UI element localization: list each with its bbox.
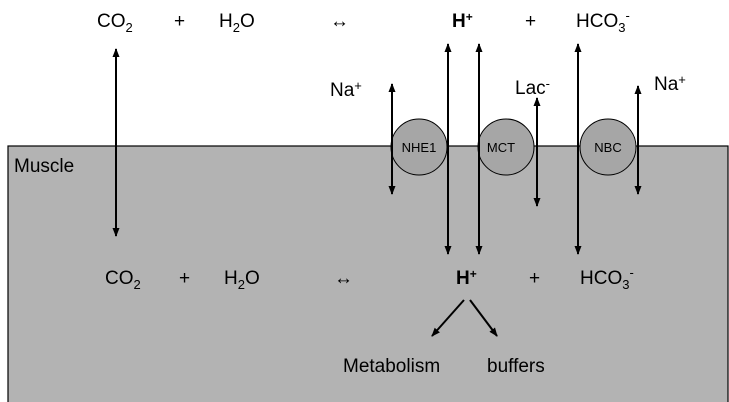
mct-transporter: MCT (477, 118, 535, 176)
outside-co2: CO2 (97, 11, 133, 35)
inside-equilibrium-arrow: ↔ (334, 268, 353, 289)
metabolism-arrow (431, 299, 465, 337)
nbc-transporter: NBC (579, 118, 637, 176)
buffers-label: buffers (487, 356, 545, 377)
metabolism-label: Metabolism (343, 356, 440, 377)
outside-plus-1: + (174, 11, 185, 32)
inside-h-plus: H+ (456, 267, 477, 289)
inside-hco3: HCO3- (580, 265, 634, 292)
mct-label: MCT (487, 140, 515, 155)
inside-equation: CO2 + H2O ↔ H+ + HCO3- (105, 265, 634, 292)
muscle-label: Muscle (14, 156, 74, 177)
inside-plus-1: + (179, 268, 190, 289)
na-left-label: Na+ (330, 78, 362, 101)
nhe1-transporter: NHE1 (390, 118, 448, 176)
na-right-label: Na+ (654, 72, 686, 95)
muscle-cell-region (7, 145, 729, 402)
lac-label: Lac- (515, 76, 550, 99)
outside-equation: CO2 + H2O ↔ H+ + HCO3- (97, 8, 630, 35)
inside-h2o: H2O (224, 268, 260, 292)
outside-plus-2: + (525, 11, 536, 32)
nhe1-label: NHE1 (402, 140, 437, 155)
outside-h2o: H2O (219, 11, 255, 35)
outside-h-plus: H+ (452, 10, 473, 32)
outside-equilibrium-arrow: ↔ (330, 11, 349, 32)
buffers-arrow (469, 299, 498, 337)
inside-plus-2: + (529, 268, 540, 289)
inside-co2: CO2 (105, 268, 141, 292)
nbc-label: NBC (594, 140, 621, 155)
outside-hco3: HCO3- (576, 8, 630, 35)
